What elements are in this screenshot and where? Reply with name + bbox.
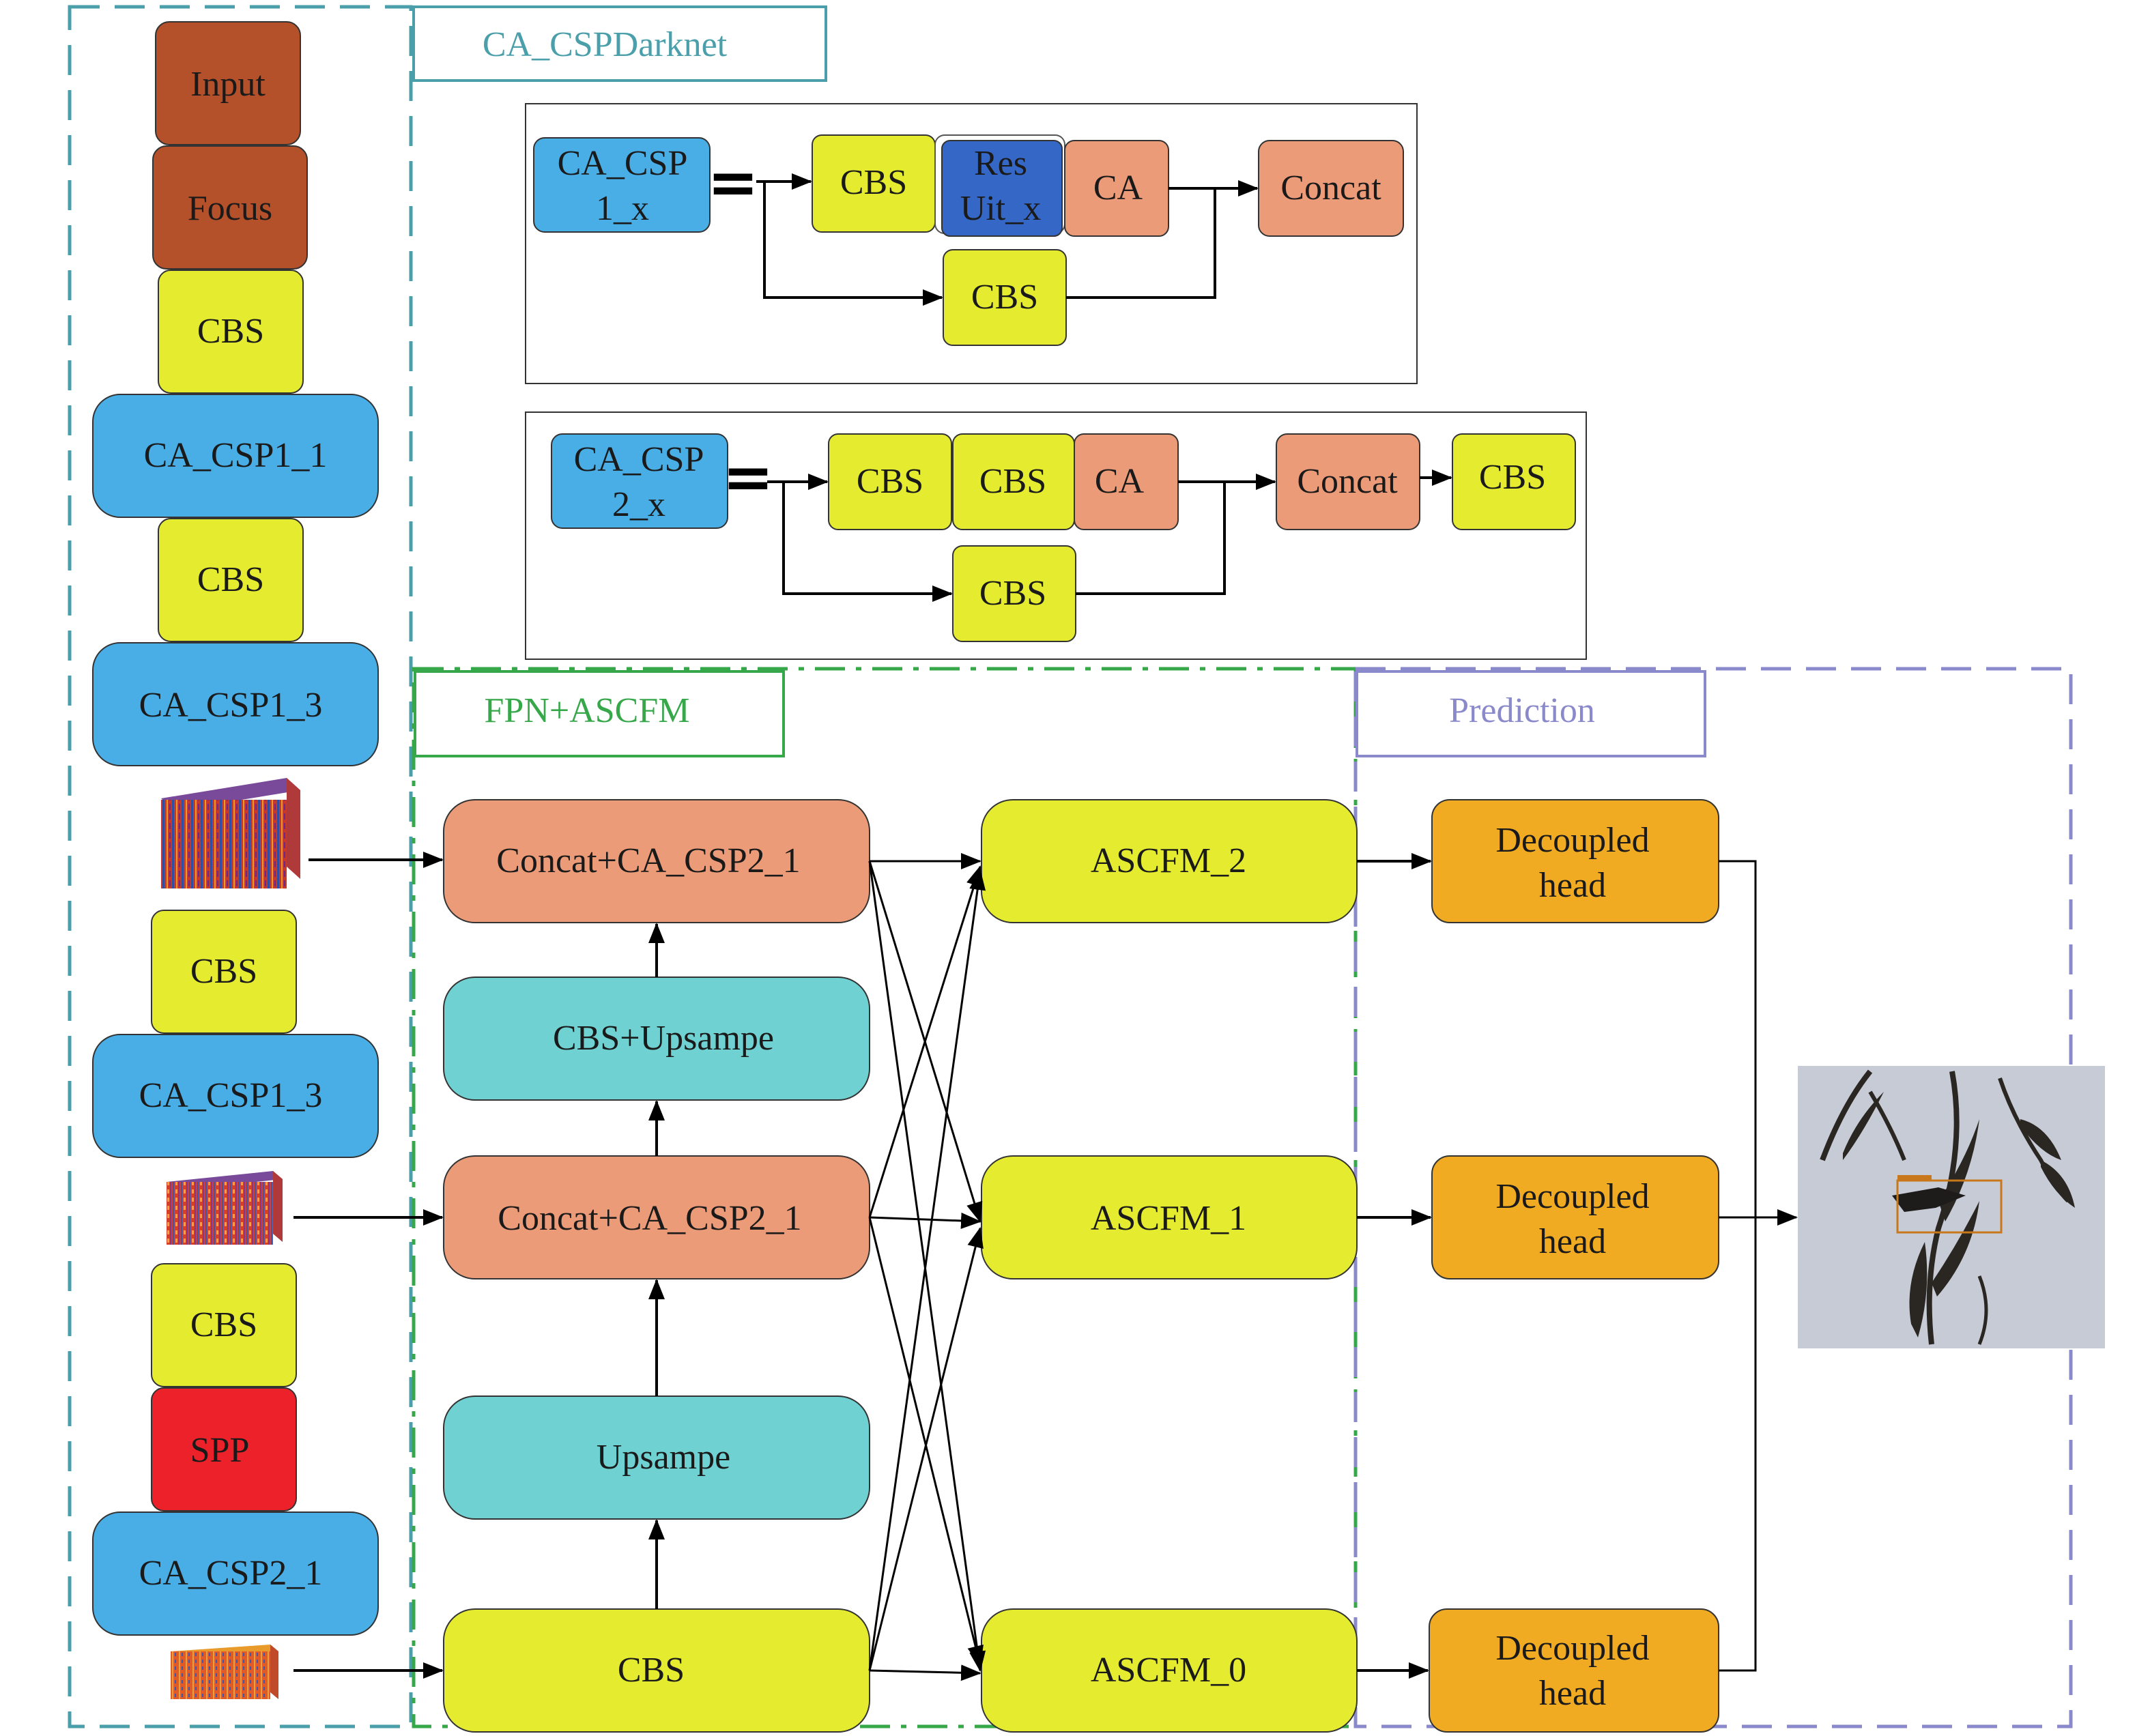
cbs-block-4 [151, 1263, 297, 1387]
neck-concat-top-label: Concat+CA_CSP2_1 [496, 841, 800, 880]
feature-map-large [161, 778, 300, 888]
focus-block [152, 145, 308, 270]
focus-label: Focus [188, 189, 272, 228]
module2-cbs-branch-label: CBS [979, 574, 1046, 613]
module1-name-line1: CA_CSP [558, 144, 688, 183]
head-to-output-connectors [1719, 860, 1798, 1672]
module1-cbs-b-label: CBS [971, 278, 1038, 317]
module2-equals: = [722, 442, 773, 513]
backbone-to-neck-connectors [293, 852, 444, 1679]
module1-frame [525, 103, 1418, 384]
module2-name-line1: CA_CSP [574, 440, 704, 479]
ascfm-2-label: ASCFM_2 [1091, 841, 1246, 880]
ascfm-to-head-connectors [1357, 853, 1432, 1679]
module1-concat-label: Concat [1280, 169, 1381, 207]
module1-name-line2: 1_x [596, 189, 649, 228]
neck-cross-connectors [868, 853, 986, 1681]
neck-cbs-upsample-label: CBS+Upsampe [553, 1019, 774, 1058]
neck-title: FPN+ASCFM [484, 691, 689, 730]
module1-connectors [756, 173, 1259, 306]
module1-cbs-a-label: CBS [840, 163, 907, 202]
cbs-label-4: CBS [190, 1305, 257, 1344]
ca-csp1-3-label-b: CA_CSP1_3 [139, 1076, 323, 1115]
backbone-title-box [412, 5, 827, 82]
decoupled-head-bottom-line1: Decoupled [1495, 1629, 1649, 1668]
neck-upsample-label: Upsampe [597, 1438, 730, 1477]
ca-csp1-3-label-a: CA_CSP1_3 [139, 686, 323, 725]
cbs-block-3 [151, 910, 297, 1034]
module1-res-line1: Res [974, 144, 1027, 183]
ca-csp2-1-label: CA_CSP2_1 [139, 1554, 323, 1593]
decoupled-head-mid-line1: Decoupled [1495, 1177, 1649, 1216]
cbs-label-1: CBS [197, 312, 264, 351]
detection-output-image [1798, 1066, 2105, 1348]
backbone-section-border [68, 5, 413, 1728]
ca-csp1-1-block [92, 394, 379, 518]
feature-map-medium [167, 1171, 283, 1245]
input-label: Input [190, 65, 266, 104]
module1-ca-label: CA [1093, 169, 1143, 207]
module1-name-block [533, 137, 711, 233]
module2-cbs-out-label: CBS [1479, 458, 1546, 497]
ca-csp1-1-label: CA_CSP1_1 [144, 436, 328, 475]
neck-concat-mid-label: Concat+CA_CSP2_1 [498, 1199, 801, 1238]
prediction-title-box [1356, 670, 1706, 757]
cbs-label-2: CBS [197, 560, 264, 599]
decoupled-head-bottom-line2: head [1539, 1674, 1606, 1713]
module1-concat-block [1258, 140, 1404, 237]
decoupled-head-bottom [1429, 1608, 1719, 1733]
decoupled-head-mid-line2: head [1539, 1222, 1606, 1261]
spp-block [151, 1387, 297, 1511]
module2-name-block [551, 433, 728, 529]
neck-cbs-bottom-label: CBS [618, 1651, 685, 1690]
module2-connectors [767, 469, 1452, 602]
ca-csp1-3-block-b [92, 1034, 379, 1158]
module2-name-line2: 2_x [612, 485, 665, 524]
module2-frame [525, 411, 1587, 660]
ca-csp2-1-block [92, 1511, 379, 1636]
neck-title-box [414, 670, 785, 757]
module2-concat-block [1276, 433, 1420, 530]
ascfm-0-label: ASCFM_0 [1091, 1651, 1246, 1690]
decoupled-head-top-line2: head [1539, 866, 1606, 905]
module1-equals: = [707, 147, 758, 218]
module2-concat-label: Concat [1297, 462, 1398, 501]
module2-cbs-a-label: CBS [857, 462, 923, 501]
neck-section-border [412, 667, 1358, 1728]
ca-csp1-3-block-a [92, 642, 379, 766]
module2-cbs-out [1452, 433, 1576, 530]
backbone-title: CA_CSPDarknet [483, 25, 728, 64]
cbs-block-1 [158, 270, 304, 394]
module1-res-block [941, 140, 1063, 237]
cbs-block-2 [158, 518, 304, 642]
input-block [155, 21, 301, 145]
spp-label: SPP [190, 1431, 250, 1470]
module2-cbs-b-label: CBS [979, 462, 1046, 501]
cbs-label-3: CBS [190, 952, 257, 991]
module1-res-line2: Uit_x [960, 189, 1041, 228]
decoupled-head-top-line1: Decoupled [1495, 821, 1649, 860]
ascfm-1-label: ASCFM_1 [1091, 1199, 1246, 1238]
prediction-title: Prediction [1449, 691, 1595, 730]
module2-cbs-a [828, 433, 952, 530]
module2-ca-label: CA [1095, 462, 1145, 501]
feature-map-small [171, 1645, 278, 1699]
